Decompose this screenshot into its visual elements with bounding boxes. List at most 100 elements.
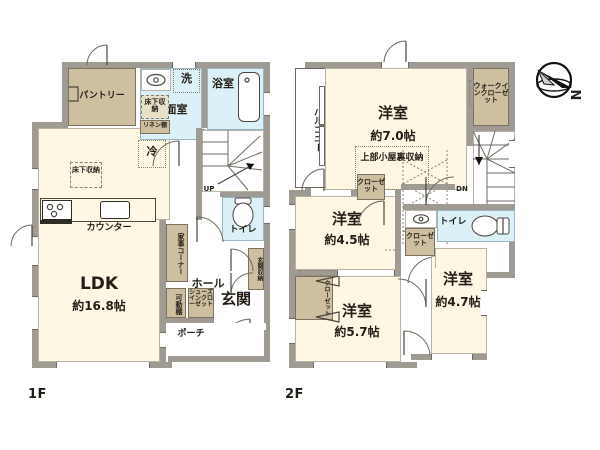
label-attic-storage: 上部小屋裏収納 [360,153,424,163]
wall-1f-top [62,62,270,68]
label-western-47: 洋室 [442,270,473,288]
label-bath: 浴室 [212,77,234,90]
label-western-45: 洋室 [331,210,362,228]
wall-stairs-left [196,128,202,220]
label-balcony: バルコニー [312,106,322,152]
label-western-7: 洋室 [377,104,408,122]
label-toilet-1f: トイレ [229,225,257,235]
wall-1f-left-upper [62,62,68,128]
wall-corridor-left [395,190,401,272]
washer-pan [141,69,171,91]
underfloor-storage-washroom-box [141,95,169,119]
underfloor-storage-kitchen-box [70,162,102,188]
wall-wic-left [467,62,473,146]
window-room57-bottom [313,362,387,368]
wall-housework-left [160,220,166,296]
washer-slot-box [173,69,200,93]
label-underfloor-storage-washroom: 床下収納 [144,98,166,113]
room-porch [166,323,266,356]
sink-unit [100,201,130,219]
window-room57-left [289,318,295,344]
label-housework-corner: 家事コーナー [177,233,185,275]
kitchen-counter-edge [40,220,72,224]
bathtub [238,72,260,122]
window-stairs-right [509,140,515,168]
wall-stairs2-top [467,126,515,131]
floor-2f-group: バルコニー 洋室 約7.0帖 上部小屋裏収納 ウォークインクローゼット [285,0,600,450]
room-western-47b [435,248,487,268]
label-fridge: 冷 [146,145,158,158]
wall-toilet2-top [403,204,515,210]
wall-porch-top [166,318,214,323]
window-porch-sash [160,332,166,348]
wall-porch-outer-right [264,330,270,356]
label-washroom: 洗面室 [154,103,188,116]
floor-label-2f: 2F [285,387,304,402]
label-pantry: パントリー [79,91,125,101]
wall-2f-left-step [289,190,311,196]
label-entrance-storage: 玄関収納 [256,257,263,281]
closet-b [405,228,435,256]
wic-opening [469,80,474,106]
window-room57-topsash [299,270,335,276]
label-western-57-area: 約5.7帖 [334,325,380,339]
movable-shelf [166,288,186,318]
window-room47-right [481,290,487,316]
window-ldk-left-1 [32,168,38,190]
closet-a [357,174,385,200]
label-linen-shelf: リネン棚 [142,122,167,129]
window-washroom-top [172,62,196,68]
label-western-47-area: 約4.7帖 [435,295,481,309]
window-room57-top2 [337,270,395,276]
label-western-57: 洋室 [341,302,372,320]
label-closet-c: クローゼット [323,280,330,316]
window-ldk-bottom [56,362,150,368]
window-room7-top [381,62,409,68]
label-entrance: 玄関 [220,290,251,308]
label-western-7-area: 約7.0帖 [370,129,416,143]
fridge-slot [138,140,166,168]
room-western-7 [325,68,467,190]
label-toilet-2f: トイレ [439,217,467,227]
room-pantry [68,68,136,126]
label-western-45-area: 約4.5帖 [324,233,370,247]
wall-2f-right-bottom [481,272,515,278]
housework-corner [166,224,188,282]
wall-porch-left [160,296,166,362]
window-room45-left [289,204,295,230]
north-arrow [532,58,580,106]
label-shoes-in-closet: シューズインクローゼット [189,289,214,308]
wall-2f-top [305,62,515,68]
sash-divider [320,124,324,127]
label-ldk: LDK [79,274,119,294]
window-bath-right [264,92,270,116]
room-western-47 [431,256,487,354]
label-underfloor-storage-kitchen: 床下収納 [72,166,100,174]
wall-bath-left [202,62,207,128]
label-stairs-up: UP [203,185,215,193]
label-movable-shelf: 可動棚 [175,293,183,315]
wall-toilet-top [220,192,270,197]
label-closet-b: クローゼット [406,232,434,247]
wall-2f-left-main [289,190,295,368]
linen-shelf [140,120,170,134]
floor-1f-group: パントリー LDK 約16.8帖 床下収納 カウンター [0,0,290,450]
wall-corridor-top [401,184,455,190]
label-walk-in-closet: ウォークインクローゼット [473,82,509,104]
label-ldk-area: 約16.8帖 [72,299,126,313]
window-ldk-left-3 [32,296,38,330]
attic-storage-box [355,146,429,190]
window-room47-bottom [431,354,473,360]
label-stairs-down: DN [456,185,468,193]
wall-1f-bottom-right [168,356,270,362]
walk-in-closet [473,68,509,126]
basin-2f [405,210,437,228]
label-counter: カウンター [86,223,132,233]
label-washer: 洗 [181,72,192,85]
wall-closet-a [351,190,357,196]
entrance-storage [248,248,264,290]
window-ldk-left-2 [32,236,38,266]
shoes-in-closet [188,288,214,318]
window-toilet-right [264,206,270,224]
label-hall: ホール [191,277,225,290]
